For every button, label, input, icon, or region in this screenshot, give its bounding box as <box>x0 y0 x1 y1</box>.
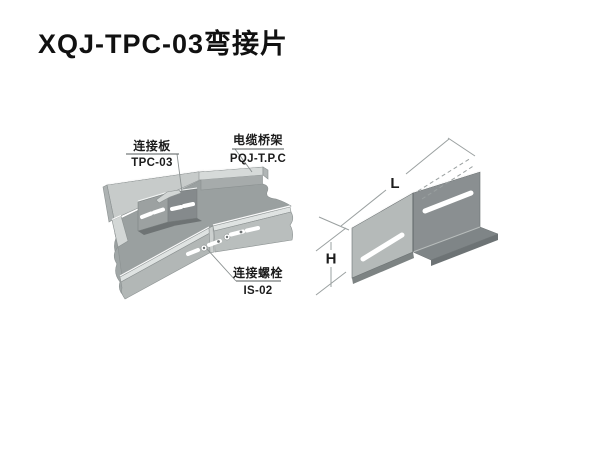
front-wall-bolt-slots <box>186 226 260 256</box>
tray-back-rail-highlight <box>198 165 264 172</box>
tray-left-end-highlight <box>111 214 122 221</box>
plate-slot <box>170 205 183 211</box>
dim-label-L: L <box>390 175 399 192</box>
label-plate-code: TPC-03 <box>131 157 172 169</box>
leader-line-plate <box>176 153 183 193</box>
label-bolt-code: IS-02 <box>244 285 273 297</box>
dim-H-extension-top <box>315 227 347 252</box>
piece-left-plate-highlight <box>351 191 414 228</box>
connector-plate-left-foot <box>138 222 174 235</box>
front-wall-right-face <box>213 211 294 253</box>
bolt-head-center <box>225 235 229 239</box>
hidden-projection-line <box>421 164 476 200</box>
label-tray-name: 电缆桥架 <box>233 132 283 147</box>
front-wall-joint-strip <box>208 225 215 254</box>
hidden-projection-line <box>417 157 472 192</box>
piece-right-slot <box>422 190 474 214</box>
bolt-slot <box>245 226 260 233</box>
front-wall-left-face <box>120 232 214 300</box>
piece-bottom-flange-front <box>431 234 498 266</box>
dim-L-extension-right <box>447 137 476 157</box>
dim-L-line-a <box>340 189 387 227</box>
piece-right-plate-highlight <box>412 170 481 193</box>
piece-left-slot <box>360 232 405 262</box>
leader-line-tray <box>234 148 253 173</box>
dim-L-line-b <box>405 138 450 175</box>
piece-flange-fold-highlight <box>412 226 481 253</box>
right-figure-connector-piece <box>351 170 499 284</box>
label-bolt-name: 连接螺栓 <box>233 265 283 280</box>
tray-back-wall-inner-face <box>199 175 263 191</box>
label-plate-name: 连接板 <box>133 138 171 153</box>
plate-slot <box>182 202 195 208</box>
bolt-in-slot <box>239 230 243 234</box>
page-title: XQJ-TPC-03弯接片 <box>38 29 289 59</box>
leader-line-bolt <box>206 248 237 282</box>
bolt-slot <box>186 248 200 256</box>
tray-back-rail-end-cap <box>262 166 269 180</box>
plate-top-highlight <box>137 191 169 202</box>
bolt-in-slot <box>217 240 220 243</box>
right-figure-dimensions: L H <box>315 137 476 296</box>
dim-label-H: H <box>326 251 337 268</box>
plate-junction-cap <box>155 189 182 204</box>
dim-L-extension-left <box>318 216 350 231</box>
front-wall-left-highlight <box>119 226 210 277</box>
front-wall-right-highlight <box>212 205 291 226</box>
plate-slot <box>152 207 165 215</box>
plate-slot <box>140 211 153 219</box>
bolt-head-center <box>202 246 206 250</box>
tray-back-wall-top-highlight <box>106 169 205 185</box>
left-figure-tray-bend <box>102 165 294 300</box>
label-tray-code: PQJ-T.P.C <box>230 153 286 165</box>
bend-connector-plates <box>137 187 202 235</box>
connector-plate-right-foot <box>168 218 202 226</box>
piece-left-plate-bottom-fold <box>352 252 414 284</box>
left-figure-callouts: 连接板 TPC-03 电缆桥架 PQJ-T.P.C 连接螺栓 IS-02 <box>126 132 286 297</box>
